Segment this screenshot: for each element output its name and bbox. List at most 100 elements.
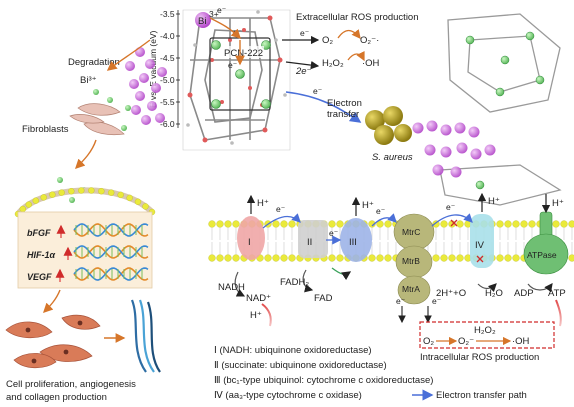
fibroblast-cells: [69, 103, 125, 136]
nad-plus-label: NAD⁺: [246, 293, 271, 304]
lipid-head: [456, 254, 464, 262]
energy-level-axis: E vs. E vacuum (eV): [148, 10, 179, 128]
electron-III-mtr: e⁻: [376, 206, 385, 216]
mtr-electron-1: e⁻: [396, 296, 405, 306]
atp-label: ATP: [548, 288, 566, 299]
lipid-head: [376, 254, 384, 262]
bi-sphere: [440, 124, 452, 136]
h-plus-IV: H⁺: [488, 196, 500, 207]
bi-sphere: [454, 122, 466, 134]
electron-I-II: e⁻: [276, 204, 285, 214]
bi-sphere: [155, 113, 165, 123]
s-aureus-label: S. aureus: [372, 152, 413, 163]
fibroblasts-label: Fibroblasts: [22, 124, 69, 135]
water-reaction-label: 2H⁺+O: [436, 288, 466, 299]
gene-upregulation-arrows: [55, 224, 73, 282]
lipid-head: [504, 220, 512, 228]
bi-ion-label: Bi³⁺: [80, 75, 97, 86]
legend-item-2: Ⅱ (succinate: ubiquinone oxidoreductase): [214, 360, 387, 371]
intracellular-o2: O₂: [423, 336, 434, 347]
energy-tick-label: -6.0: [160, 119, 175, 129]
lipid-head: [280, 254, 288, 262]
mof-electron-1: e⁻: [217, 5, 226, 15]
lipid-head: [456, 220, 464, 228]
bi-sphere: [195, 12, 211, 28]
lipid-head: [496, 254, 504, 262]
lipid-head: [528, 220, 536, 228]
fadh2-label: FADH₂: [280, 277, 309, 288]
lipid-head: [58, 189, 65, 196]
pcn-222-label: PCN-222: [224, 48, 263, 59]
complex-III: [340, 218, 372, 262]
lipid-head: [272, 220, 280, 228]
bi-sphere: [468, 126, 480, 138]
extracellular-superoxide: O₂⁻·: [360, 35, 379, 46]
lipid-head: [98, 187, 105, 195]
lipid-head: [107, 189, 115, 196]
pcn-222-fragment-right: [439, 13, 562, 206]
mtr-electron-2: e⁻: [432, 296, 441, 306]
bi-sphere: [145, 59, 155, 69]
bi-sphere: [470, 148, 482, 160]
lipid-head: [25, 201, 32, 208]
intracellular-label: Intracellular ROS production: [420, 352, 539, 363]
lipid-head: [264, 254, 272, 262]
intracellular-h2o2: H₂O₂: [474, 325, 496, 336]
complex-II-label: II: [307, 237, 312, 248]
complex-I: [237, 216, 265, 260]
lipid-head: [288, 254, 296, 262]
bi-sphere: [125, 61, 135, 71]
h-plus-I: H⁺: [257, 198, 269, 209]
bi-sphere: [424, 144, 436, 156]
bi-nanoparticle-cluster: [125, 47, 167, 125]
lipid-head: [368, 254, 376, 262]
electron-transfer-e: e⁻: [313, 86, 322, 96]
h-plus-nad: H⁺: [250, 310, 262, 321]
lipid-head: [288, 220, 296, 228]
atpase-complex: [523, 211, 569, 275]
energy-tick-label: -5.0: [160, 75, 175, 85]
lipid-head: [78, 187, 85, 194]
h-plus-atpase: H⁺: [552, 198, 564, 209]
energy-axis-label: E vs. E vacuum (eV): [148, 30, 158, 108]
lipid-head: [448, 254, 456, 262]
gene-vegf: VEGF: [27, 272, 52, 282]
legend-item-1: Ⅰ (NADH: ubiquinone oxidoreductase): [214, 345, 372, 356]
lipid-head: [520, 220, 528, 228]
fad-label: FAD: [314, 293, 333, 304]
lipid-head: [208, 254, 216, 262]
mtr-complex: [393, 213, 435, 305]
lipid-head: [328, 254, 336, 262]
bi-sphere: [147, 101, 157, 111]
lipid-head: [368, 220, 376, 228]
lipid-head: [88, 187, 95, 194]
bi-sphere: [426, 120, 438, 132]
lipid-head: [208, 220, 216, 228]
complex-IV-label: IV: [475, 240, 485, 251]
lipid-head: [216, 254, 224, 262]
h-plus-III: H⁺: [362, 200, 374, 211]
electron-transfer-label-1: Electron: [327, 98, 362, 109]
energy-tick-label: -4.5: [160, 53, 175, 63]
lipid-head: [32, 197, 39, 204]
bi-sphere: [141, 115, 151, 125]
extracellular-oh: ·OH: [362, 58, 380, 69]
electron-transfer-label-2: transfer: [327, 109, 359, 120]
lipid-head: [440, 254, 448, 262]
lipid-head: [216, 220, 224, 228]
lipid-head: [40, 194, 47, 201]
lipid-head: [328, 220, 336, 228]
lipid-head: [126, 194, 133, 202]
lipid-head: [336, 220, 344, 228]
legend-item-4: Ⅳ (aa₃-type cytochrome c oxidase): [214, 390, 362, 401]
lipid-head: [440, 220, 448, 228]
lipid-head: [224, 254, 232, 262]
lipid-head: [272, 254, 280, 262]
mtrb-label: MtrB: [402, 256, 420, 266]
proliferating-cells: [5, 314, 101, 369]
bi-sphere: [456, 142, 468, 154]
dna-helices: [73, 223, 149, 281]
lipid-head: [232, 220, 240, 228]
lipid-head: [560, 220, 568, 228]
